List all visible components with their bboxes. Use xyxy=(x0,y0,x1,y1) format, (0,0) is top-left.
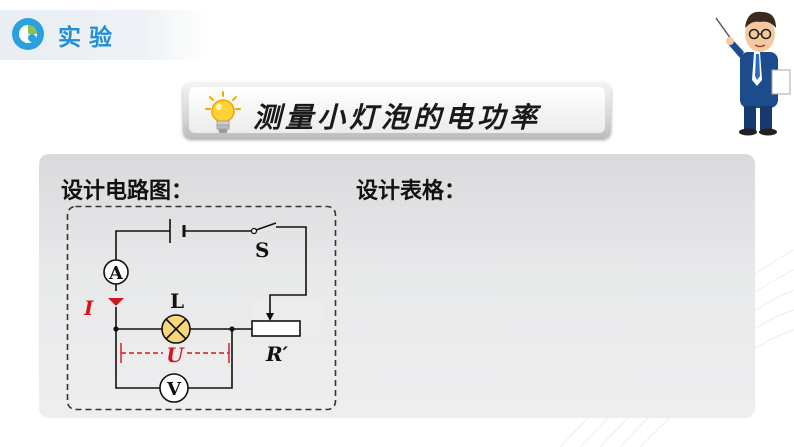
ammeter-symbol xyxy=(103,259,129,285)
circuit-diagram: S A I L R′ U V xyxy=(66,205,337,411)
voltage-marker xyxy=(120,343,230,363)
teacher-illustration-icon xyxy=(715,11,791,136)
junction-dot-left xyxy=(113,326,119,332)
light-bulb-icon xyxy=(205,91,241,133)
ammeter-label: A xyxy=(108,263,124,284)
lamp-label: L xyxy=(170,289,184,313)
rheostat-label: R′ xyxy=(265,342,289,366)
current-label: I xyxy=(83,296,94,320)
title-banner-inner: 测量小灯泡的电功率 xyxy=(189,87,605,134)
switch-symbol xyxy=(250,222,277,235)
switch-label: S xyxy=(255,238,269,262)
junction-dot-right xyxy=(229,326,235,332)
voltmeter-symbol xyxy=(159,373,189,403)
battery-symbol xyxy=(169,219,186,243)
table-design-label: 设计表格： xyxy=(356,179,467,204)
title-banner: 测量小灯泡的电功率 xyxy=(183,82,611,138)
rheostat-slider-icon xyxy=(266,313,274,321)
circuit-diagram-label: 设计电路图： xyxy=(61,179,194,204)
lamp-symbol xyxy=(161,314,191,344)
header-title: 实验 xyxy=(58,25,120,51)
logo-icon xyxy=(12,18,44,50)
current-arrow-icon xyxy=(108,298,124,306)
voltmeter-label: V xyxy=(166,379,182,400)
rheostat-symbol xyxy=(251,320,301,337)
banner-title: 测量小灯泡的电功率 xyxy=(253,101,542,134)
circuit-dashed-frame xyxy=(66,205,337,411)
voltage-label: U xyxy=(166,343,185,367)
content-panel xyxy=(39,154,755,418)
